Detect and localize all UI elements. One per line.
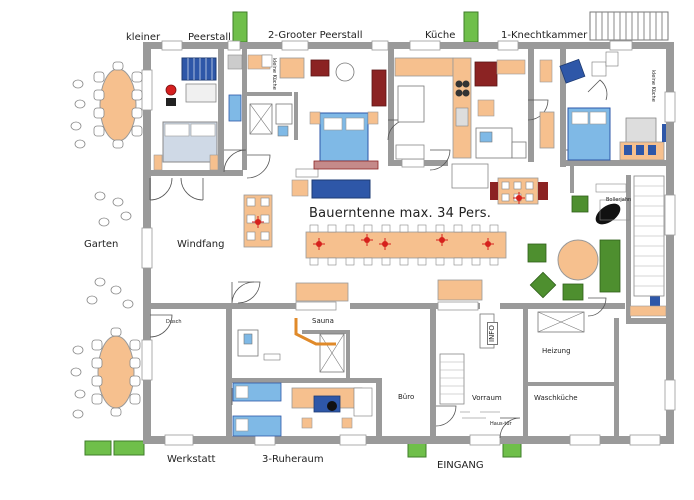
garden-table-top bbox=[93, 61, 143, 149]
info-sign: INFO bbox=[487, 322, 498, 345]
room-label-werkstatt: Werkstatt bbox=[167, 454, 216, 465]
room-knechtkammer bbox=[474, 58, 611, 161]
windows bbox=[141, 40, 676, 446]
room-heizung bbox=[537, 311, 585, 333]
room-label-kueche: Küche bbox=[425, 30, 456, 41]
room-ruheraum bbox=[232, 318, 373, 437]
room-label-sauna: Sauna bbox=[312, 317, 334, 325]
room-kleine-kueche-left bbox=[227, 54, 293, 137]
room-label-waschkueche: Waschküche bbox=[534, 394, 578, 402]
label-dusche: Dusch bbox=[166, 319, 182, 325]
room-label-kleine-kueche-left: kleine Küche bbox=[271, 58, 277, 90]
room-label-peerstall: Peerstall bbox=[188, 32, 231, 43]
room-label-kleiner: kleiner bbox=[126, 32, 161, 43]
garden-table-bottom bbox=[91, 327, 141, 417]
room-label-ruheraum: 3-Ruheraum bbox=[262, 454, 324, 465]
room-kleine-kueche-right bbox=[605, 51, 666, 161]
lounge bbox=[527, 175, 667, 317]
label-haustuer: Haus-tür bbox=[490, 421, 512, 427]
room-label-bauerntenne: Bauerntenne max. 34 Pers. bbox=[309, 206, 492, 221]
hedge-group bbox=[84, 11, 522, 458]
room-label-knechtkammer: 1-Knechtkammer bbox=[501, 30, 588, 41]
area-label-garten: Garten bbox=[84, 239, 119, 250]
top-stairs bbox=[589, 11, 669, 41]
room-kueche bbox=[394, 57, 472, 160]
doors bbox=[149, 79, 608, 439]
room-label-kleine-kueche-right: kleine Küche bbox=[650, 70, 656, 102]
room-grooter-peerstall bbox=[279, 57, 387, 170]
room-label-grooter-peerstall: 2-Grooter Peerstall bbox=[268, 30, 363, 41]
room-label-bueromisc: Büro bbox=[398, 393, 415, 401]
entrance-label: EINGANG bbox=[437, 460, 484, 471]
bauerntenne bbox=[243, 163, 548, 302]
label-bollerjahn: Bollerjahn bbox=[606, 197, 632, 203]
room-label-heizung: Heizung bbox=[542, 347, 571, 355]
stepping-stones bbox=[70, 79, 134, 419]
room-kleiner-peerstall bbox=[153, 57, 242, 171]
room-label-vorraum: Vorraum bbox=[472, 394, 502, 402]
room-label-windfang: Windfang bbox=[177, 239, 225, 250]
